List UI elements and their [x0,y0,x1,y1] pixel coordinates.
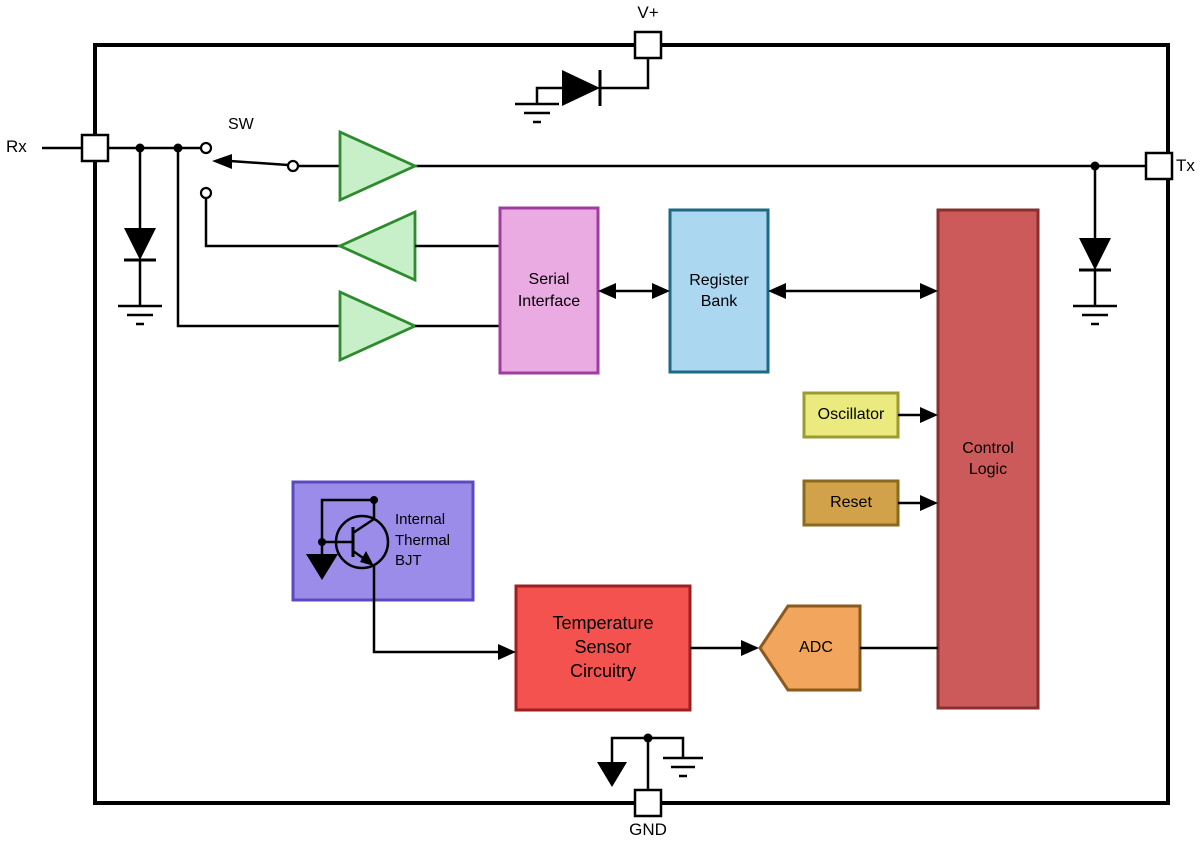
pin-label-tx: Tx [1176,156,1195,175]
emitter-arrow [360,551,374,566]
pin-tx [1144,151,1174,181]
rx-net [42,143,340,328]
switch-throw-bottom [199,186,213,200]
switch-throw-top [199,141,213,155]
ground-symbol [663,756,703,778]
ground-symbol [1073,304,1117,326]
register-bank-label: Register Bank [689,271,749,310]
tx-clamp-diode [1079,238,1111,270]
switch-pole [286,159,300,173]
substrate-arrow [597,762,627,787]
serial-interface-block [498,206,600,375]
sw-switch [199,141,340,248]
vplus-net [515,57,650,124]
reset-label: Reset [830,494,872,512]
bjt-sensor-arrow [498,644,516,660]
temperature-sensor-label: Temperature Sensor Circuitry [552,613,654,681]
chip-boundary [93,43,1170,805]
control-logic-label: Control Logic [962,439,1014,478]
temperature-sensor-block [514,584,692,712]
sensor-adc-arrow [690,640,759,656]
control-logic-block [936,208,1040,710]
oscillator-label: Oscillator [817,406,885,424]
buffer-amp-bottom [338,289,419,363]
register-control-bus [768,283,938,299]
tx-net [415,161,1146,326]
pin-label-vplus: V+ [637,3,659,22]
adc-label: ADC [799,639,833,657]
ground-symbol [118,304,162,326]
thermal-bjt-label: Internal Thermal BJT [395,510,451,570]
pin-rx [80,133,110,163]
pin-label-gnd: GND [629,820,667,839]
switch-label: SW [228,116,254,133]
buffer-amp-middle [336,209,417,283]
reset-control-arrow [898,495,938,511]
pin-gnd [633,788,663,818]
rx-clamp-diode [124,228,156,260]
pin-label-rx: Rx [6,137,27,156]
substrate-arrow [306,554,338,580]
serial-interface-label: Serial Interface [517,271,581,310]
bjt-symbol [306,496,516,660]
oscillator-control-arrow [898,407,938,423]
gnd-net [597,733,703,790]
vplus-diode [562,70,600,106]
pin-vplus [633,30,663,60]
buffer-amp-top [338,129,419,203]
ground-symbol [515,102,559,124]
switch-arm-arrow [212,154,232,169]
serial-register-bus [598,283,670,299]
